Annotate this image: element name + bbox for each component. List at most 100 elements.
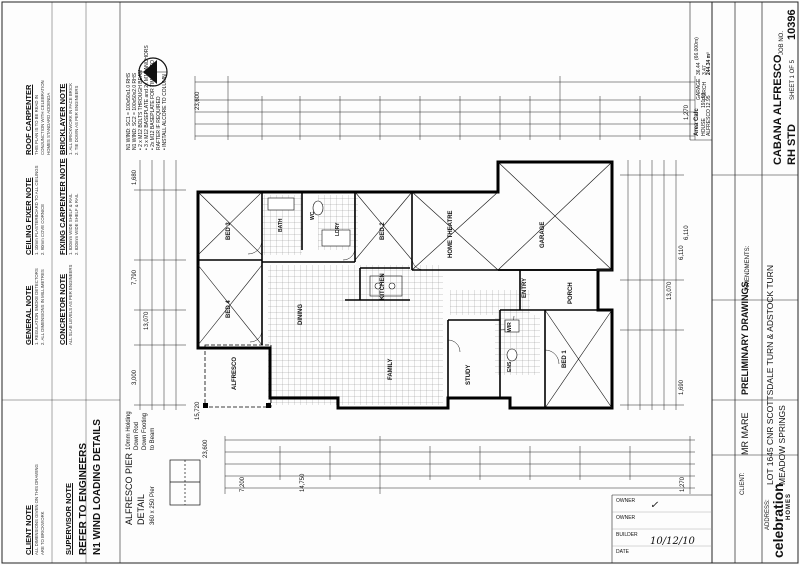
dim-top-2: 15,720 <box>195 401 201 420</box>
address-line2: MEADOW SPRINGS <box>777 405 787 485</box>
pier-note-3: Down Footing <box>142 412 148 450</box>
tiled-floor-area <box>268 265 443 405</box>
room-study: STUDY <box>466 364 472 385</box>
supervisor-note-line2: N1 WIND LOADING DETAILS <box>92 419 103 555</box>
alfresco-outline <box>204 344 272 408</box>
concretor-note-line1: ALL SLAB LEVELS AS PER ENGINEERS <box>68 264 73 345</box>
pier-detail-subtitle: DETAIL <box>136 494 146 525</box>
brand-name: celebration <box>770 483 786 558</box>
room-ldry: LDRY <box>335 222 341 236</box>
brand-logo: celebration HOMES <box>768 480 796 560</box>
address-line1: LOT 1645 CNR SCOTTSDALE TURN & ADSTOCK T… <box>765 265 775 485</box>
room-family: FAMILY <box>388 358 394 380</box>
area-row-alfresco: ALFRESCO <box>706 109 712 136</box>
signature-date: 10/12/10 <box>650 536 695 547</box>
owner-label-2: OWNER <box>616 515 636 521</box>
brand-sub: HOMES <box>786 492 792 520</box>
supervisor-note-line1: REFER TO ENGINEERS <box>78 442 89 555</box>
general-note-line1: 1. REGULATION SMOKE DETECTORS <box>34 268 39 345</box>
pier-note-1: 10mm Holding <box>126 411 132 450</box>
pier-detail <box>169 459 201 506</box>
room-alfresco: ALFRESCO <box>232 357 238 390</box>
room-bath: BATH <box>278 218 284 232</box>
sheet-number: SHEET 1 OF 5 <box>790 60 796 100</box>
roof-note-line1: THIS PLAN IS TO BE READ IN <box>34 94 39 155</box>
bricklayer-note-line2: 2. TIE DOWN AS PER ENGINEERS <box>74 85 79 155</box>
room-wc: WC <box>310 211 316 220</box>
room-home-theatre: HOME THEATRE <box>448 210 454 258</box>
left-dimension-lines <box>134 160 186 410</box>
bottom-dimension-lines <box>224 436 695 494</box>
ceiling-fixer-heading: CEILING FIXER NOTE <box>24 177 33 255</box>
room-ens: ENS <box>507 361 513 372</box>
pier-size: 360 x 250 Pier <box>150 486 156 525</box>
dim-top-3: 6,110 <box>684 225 690 240</box>
roof-note-line2: CONJUNCTION WITH CELEBRATION <box>40 80 45 155</box>
pier-detail-title: ALFRESCO PIER <box>124 452 134 525</box>
owner-label: OWNER <box>616 498 636 504</box>
dim-bottom-3: 1,270 <box>680 476 686 492</box>
garage-roof-lines <box>497 161 613 271</box>
area-calc-heading: Area Calc <box>694 108 700 136</box>
date-label: DATE <box>616 549 629 555</box>
room-bed-2: BED 2 <box>380 222 386 240</box>
roof-note-line3: HOMES STANDARD ADDENDA <box>46 92 51 155</box>
fixtures <box>267 197 520 362</box>
ceiling-note-line2: 2. 90mm COVE CORNICE <box>40 203 45 255</box>
area-total: 244.34 m² <box>706 52 712 75</box>
client-note-line2: ARE TO BRICKWORK <box>40 511 45 555</box>
job-number: 10396 <box>786 9 798 40</box>
north-point-icon <box>138 57 168 87</box>
concretor-note-heading: CONCRETOR NOTE <box>58 273 67 345</box>
room-bed-4: BED 4 <box>226 300 232 318</box>
owner-signature: ✓ <box>650 500 659 511</box>
dim-right-3: 1,690 <box>679 379 685 395</box>
client-name: MR MARE <box>740 412 750 456</box>
project-variant: RH STD <box>786 124 798 165</box>
dim-left-1: 7,790 <box>132 269 138 285</box>
dim-overall-length: 23,600 <box>203 439 209 458</box>
general-note-line2: 2. ALL DIMENSIONS IN MILLIMETRES <box>40 269 45 345</box>
bricklayer-note-line1: 1. ALL BRICKWORK IN FACE BRICK <box>68 83 73 155</box>
area-row-porch: PORCH <box>702 81 708 100</box>
dim-right-2: 13,070 <box>667 281 673 300</box>
wind-note-7: • INSTALL ALCORE TO COLUMN <box>162 74 168 150</box>
amendments-label: AMENDMENTS: <box>745 245 751 290</box>
general-note-heading: GENERAL NOTE <box>24 285 33 345</box>
room-porch: PORCH <box>568 282 574 304</box>
room-garage: GARAGE <box>540 221 546 248</box>
room-entry: ENTRY <box>522 277 528 298</box>
room-bed-3: BED 3 <box>226 222 232 240</box>
room-kitchen: KITCHEN <box>380 273 386 300</box>
dim-bottom-1: 7,200 <box>240 476 246 492</box>
area-dimension: (66.000m) <box>694 37 700 60</box>
bricklayer-note-heading: BRICKLAYER NOTE <box>58 83 67 155</box>
client-note-heading: CLIENT NOTE <box>24 505 33 555</box>
client-note-line1: ALL DIMENSIONS GIVEN ON THIS DRAWING <box>34 464 39 555</box>
job-no-label: JOB NO. <box>779 30 785 55</box>
room-bed-1: BED 1 <box>562 350 568 368</box>
dim-left-overall: 13,070 <box>144 311 150 330</box>
drawing-status: PRELIMINARY DRAWINGS <box>740 281 750 395</box>
dim-right-1: 6,110 <box>679 245 685 260</box>
room-wir: WIR <box>507 322 513 332</box>
supervisor-note-heading: SUPERVISOR NOTE <box>64 483 73 555</box>
internal-walls <box>198 192 598 408</box>
fixing-note-line2: 2. 820mm WIDE SHELF & RAIL <box>74 193 79 255</box>
room-dining: DINING <box>298 304 304 325</box>
fixing-note-line1: 1. 820mm WIDE SHELF & RAIL <box>68 193 73 255</box>
pier-note-4: to Beam <box>150 427 156 450</box>
client-label: CLIENT: <box>740 472 746 495</box>
pier-note-2: Down Rod <box>134 421 140 450</box>
top-dimension-lines <box>194 76 696 140</box>
project-name: CABANA ALFRESCO <box>772 54 784 165</box>
roof-carpenter-heading: ROOF CARPENTER <box>24 84 33 155</box>
dim-left-3: 1,680 <box>132 169 138 185</box>
dim-left-2: 3,000 <box>132 369 138 385</box>
dim-overall-top: 23,600 <box>195 91 201 110</box>
dim-top-1: 1,270 <box>684 104 690 120</box>
fixing-carpenter-heading: FIXING CARPENTER NOTE <box>58 158 67 255</box>
